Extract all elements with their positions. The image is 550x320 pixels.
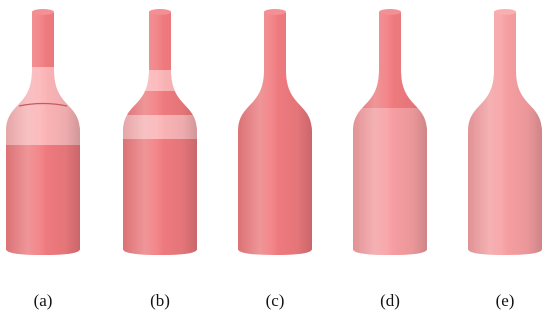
- bottle-d: [353, 9, 427, 255]
- bottle-a: [6, 9, 80, 255]
- bottle-shine: [123, 12, 197, 255]
- bottle-shine: [238, 12, 312, 255]
- caption-a: (a): [33, 291, 53, 310]
- bottle-top: [149, 9, 171, 15]
- bottle-diagram: [6, 9, 542, 255]
- bottle-top-highlight: [379, 9, 401, 15]
- caption-e: (e): [495, 291, 515, 310]
- seam-line: [18, 102, 68, 107]
- caption-d: (d): [380, 291, 400, 310]
- bottle-c: [238, 9, 312, 255]
- bottle-top-highlight: [149, 9, 171, 15]
- bottle-shine: [6, 12, 80, 255]
- bottle-top: [32, 9, 54, 15]
- caption-c: (c): [265, 291, 285, 310]
- bottle-top: [379, 9, 401, 15]
- bottle-b: [123, 9, 197, 255]
- bottle-top-highlight: [264, 9, 286, 15]
- bottle-e: [468, 9, 542, 255]
- caption-b: (b): [150, 291, 170, 310]
- bottle-top-highlight: [32, 9, 54, 15]
- bottle-top: [264, 9, 286, 15]
- bottle-top: [494, 9, 516, 15]
- bottle-shine: [353, 12, 427, 255]
- bottle-top-highlight: [494, 9, 516, 15]
- bottle-shine: [468, 12, 542, 255]
